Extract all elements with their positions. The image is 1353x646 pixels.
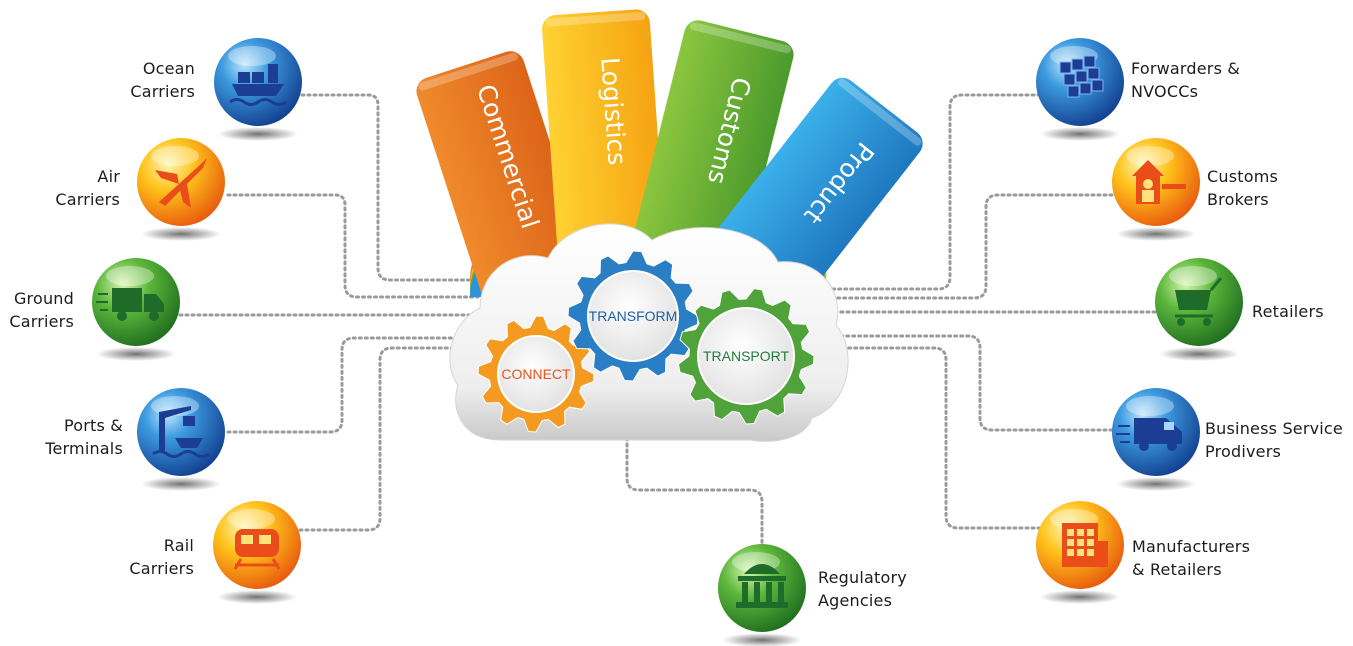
connector-forwarders bbox=[830, 93, 1042, 291]
connector-ports bbox=[226, 336, 468, 434]
label-retailers: Retailers bbox=[1252, 302, 1324, 321]
crane-icon bbox=[152, 406, 210, 458]
node-forwarders-shadow bbox=[1040, 127, 1120, 141]
node-air bbox=[137, 138, 225, 241]
node-mfr-shadow bbox=[1040, 590, 1120, 604]
gear-connect-label: CONNECT bbox=[501, 366, 571, 382]
tab-customs-shape bbox=[627, 20, 794, 294]
cart-icon bbox=[1175, 277, 1223, 326]
customs-booth-icon bbox=[1132, 160, 1186, 204]
tab-commercial-shine bbox=[418, 52, 518, 91]
node-retailers-shadow bbox=[1159, 347, 1239, 361]
node-rail-gloss bbox=[227, 509, 275, 529]
node-ports-sphere bbox=[137, 388, 225, 476]
node-ground-gloss bbox=[106, 266, 154, 286]
gear-transport-label: TRANSPORT bbox=[703, 348, 790, 364]
tab-logistics: Logistics bbox=[542, 9, 667, 275]
node-regulatory-sphere bbox=[718, 544, 806, 632]
label-ports-terminals: Ports &Terminals bbox=[45, 416, 123, 458]
gear-transform-label: TRANSFORM bbox=[589, 308, 678, 324]
connector-bsp bbox=[834, 334, 1114, 432]
node-forwarders bbox=[1036, 38, 1124, 141]
tab-logistics-shape bbox=[542, 9, 667, 275]
node-mfr bbox=[1036, 501, 1124, 604]
node-ground-shadow bbox=[96, 347, 176, 361]
node-air-gloss bbox=[151, 146, 199, 166]
node-regulatory-shadow bbox=[722, 633, 802, 646]
node-ports bbox=[137, 388, 225, 491]
node-air-shadow bbox=[141, 227, 221, 241]
van-icon bbox=[1116, 418, 1182, 451]
government-building-icon bbox=[736, 564, 788, 608]
node-rail bbox=[213, 501, 301, 604]
connector-air bbox=[226, 193, 480, 299]
node-bsp bbox=[1112, 388, 1200, 491]
node-regulatory bbox=[718, 544, 806, 646]
node-retailers bbox=[1155, 258, 1243, 361]
node-rail-shadow bbox=[217, 590, 297, 604]
factory-icon bbox=[1062, 523, 1108, 567]
node-air-sphere bbox=[137, 138, 225, 226]
gear-connect-hub bbox=[497, 335, 575, 413]
label-forwarders: Forwarders &NVOCCs bbox=[1131, 59, 1241, 101]
node-ocean bbox=[214, 38, 302, 141]
node-ports-shadow bbox=[141, 477, 221, 491]
gear-transport-hub bbox=[697, 307, 795, 405]
train-icon bbox=[233, 529, 281, 570]
gear-transport: TRANSPORT bbox=[677, 287, 815, 425]
tab-customs-shine bbox=[689, 22, 792, 54]
connector-rail bbox=[298, 346, 464, 532]
plane-icon bbox=[155, 158, 207, 208]
tab-logistics-shine bbox=[545, 12, 646, 27]
node-ground bbox=[92, 258, 180, 361]
connector-regulatory bbox=[625, 436, 764, 550]
gear-transform: TRANSFORM bbox=[567, 250, 699, 382]
node-retailers-gloss bbox=[1169, 266, 1217, 286]
stakeholder-nodes bbox=[92, 38, 1243, 646]
connector-ocean bbox=[300, 93, 482, 282]
node-bsp-gloss bbox=[1126, 396, 1174, 416]
label-manufacturers-retailers: Manufacturers& Retailers bbox=[1132, 537, 1251, 579]
node-ocean-gloss bbox=[228, 46, 276, 66]
node-brokers bbox=[1112, 138, 1200, 241]
node-ocean-shadow bbox=[218, 127, 298, 141]
connector-brokers bbox=[834, 193, 1114, 300]
truck-icon bbox=[96, 288, 164, 321]
gears-group: CONNECT TRANSFORM TRANSPORT bbox=[477, 250, 815, 433]
gear-transform-hub bbox=[587, 270, 679, 362]
boxes-icon bbox=[1059, 55, 1104, 98]
node-brokers-shadow bbox=[1116, 227, 1196, 241]
ship-icon bbox=[229, 64, 287, 106]
node-brokers-gloss bbox=[1126, 146, 1174, 166]
node-bsp-shadow bbox=[1116, 477, 1196, 491]
tab-product-shine bbox=[838, 78, 922, 146]
connector-mfr bbox=[830, 346, 1042, 530]
gear-connect: CONNECT bbox=[477, 315, 595, 433]
connector-lines bbox=[178, 93, 1157, 550]
tab-customs: Customs bbox=[627, 20, 794, 294]
